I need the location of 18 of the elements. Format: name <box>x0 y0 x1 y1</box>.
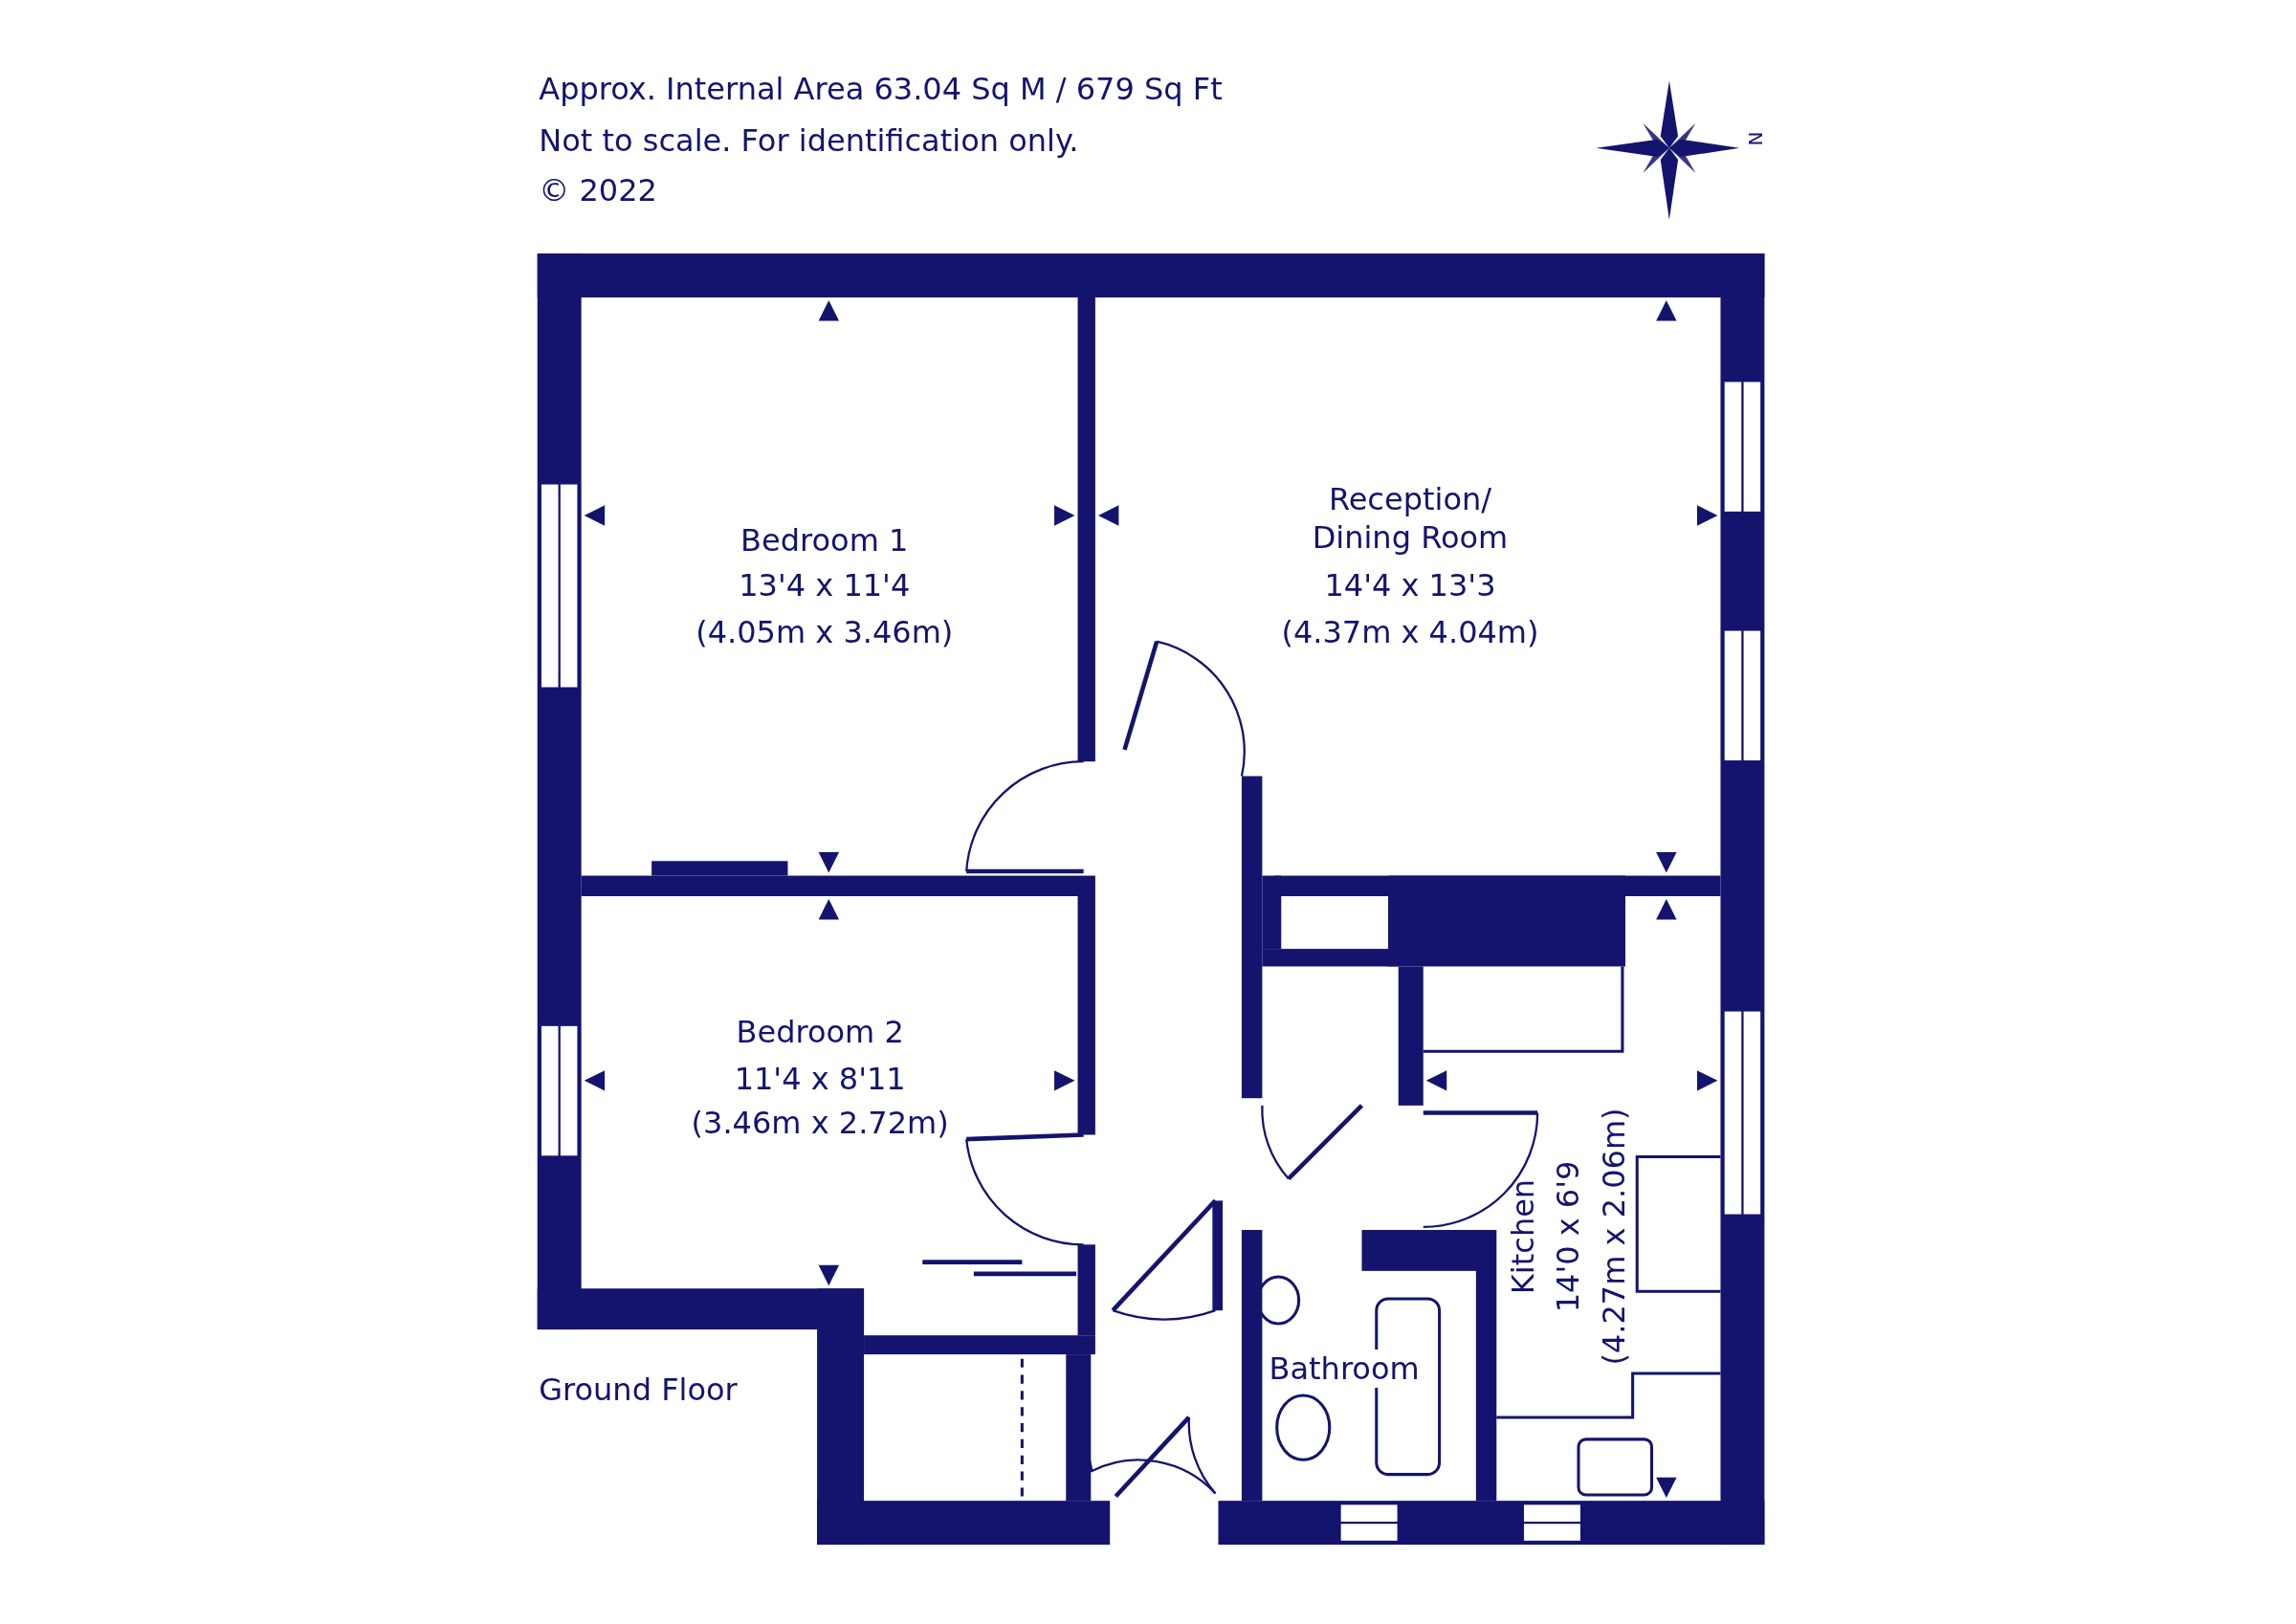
room-dimension: 14'0 x 6'9 <box>1549 1161 1588 1313</box>
area-note: Approx. Internal Area 63.04 Sq M / 679 Sq Ft <box>539 70 1223 109</box>
room-dimension: 13'4 x 11'4 <box>739 566 911 605</box>
room-dimension: (4.27m x 2.06m) <box>1594 1108 1633 1366</box>
room-dimension: (3.46m x 2.72m) <box>691 1103 949 1142</box>
copyright-note: © 2022 <box>539 170 657 209</box>
room-name: Bathroom <box>1269 1350 1420 1389</box>
room-dimension: (4.37m x 4.04m) <box>1281 613 1539 652</box>
room-dimension: (4.05m x 3.46m) <box>695 613 954 652</box>
room-name: Bedroom 1 <box>740 520 909 560</box>
floor-label: Ground Floor <box>539 1370 738 1409</box>
scale-note: Not to scale. For identification only. <box>539 121 1079 160</box>
room-name: Reception/ Dining Room <box>1311 479 1510 557</box>
room-dimension: 14'4 x 13'3 <box>1324 566 1496 605</box>
room-name: Kitchen <box>1503 1179 1542 1295</box>
room-dimension: 11'4 x 8'11 <box>734 1060 906 1099</box>
room-name: Bedroom 2 <box>736 1013 904 1052</box>
north-label: N <box>1742 131 1767 146</box>
